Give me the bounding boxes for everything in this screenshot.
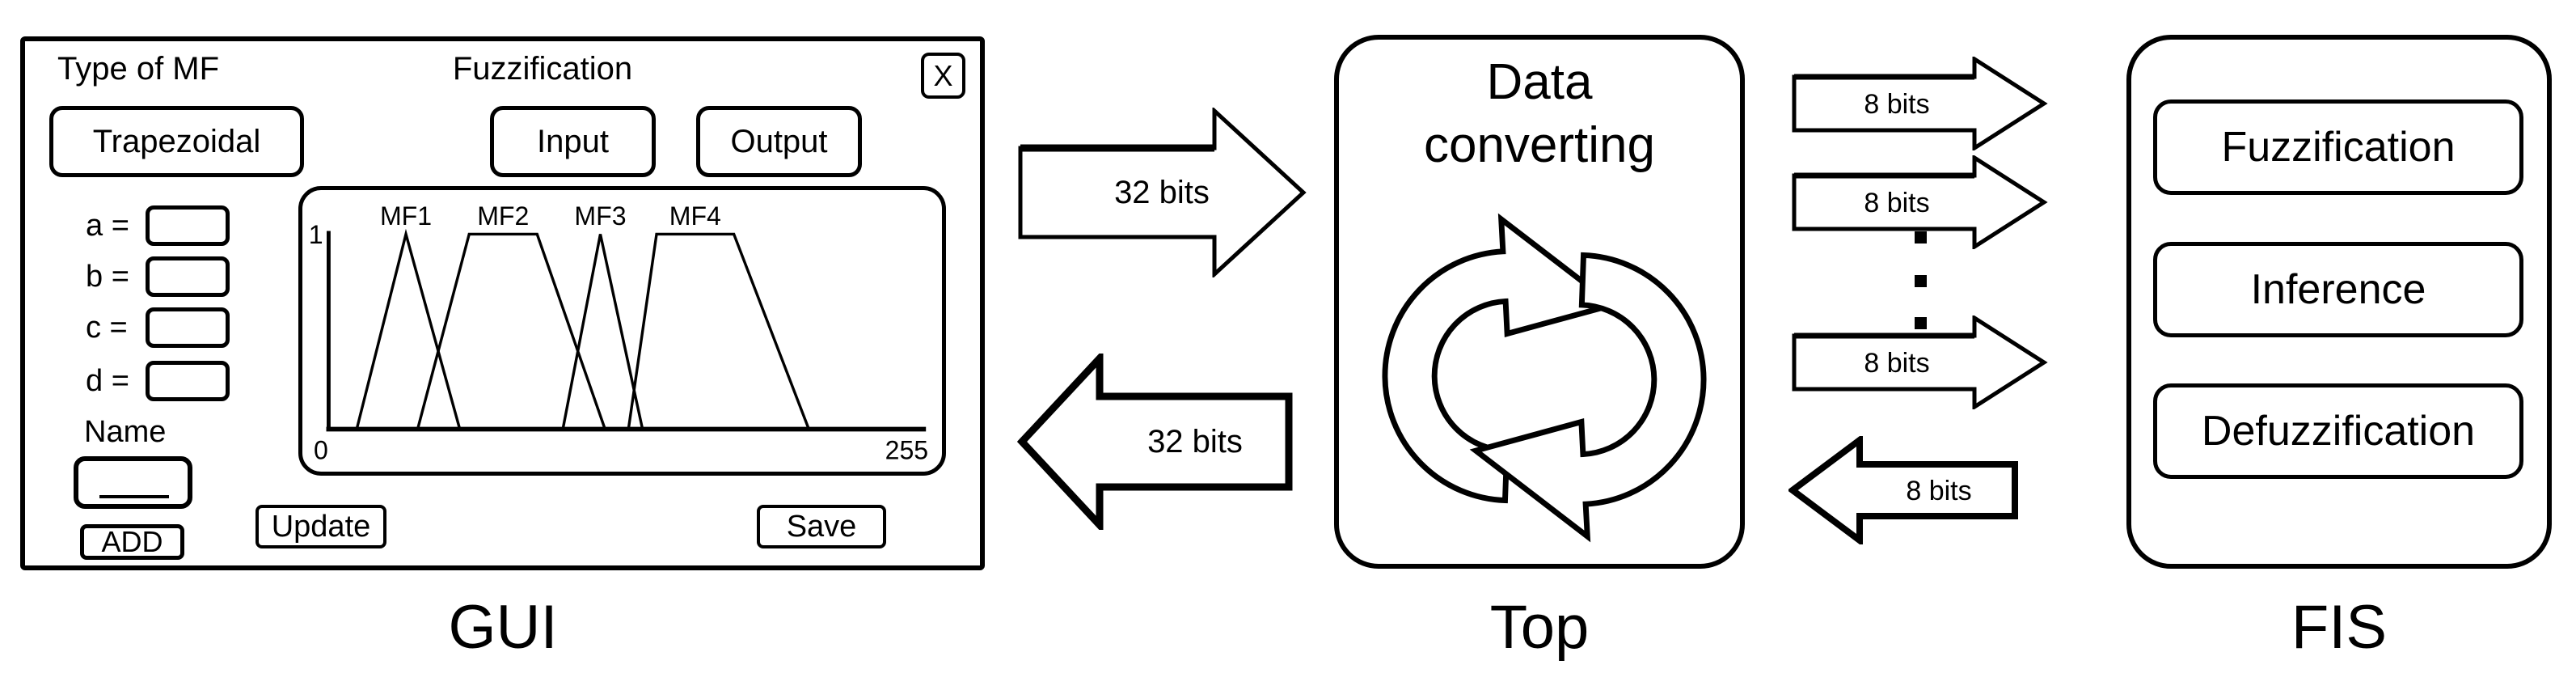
arrow-left-shape xyxy=(1788,436,2018,544)
name-label: Name xyxy=(84,415,167,449)
param-row-a: a = xyxy=(86,205,230,246)
arrow-top-to-fis-1: 8 bits xyxy=(1792,57,2048,150)
fuzzification-title: Fuzzification xyxy=(452,51,633,87)
param-label-d: d = xyxy=(86,363,129,398)
cycle-arrow-upper xyxy=(1382,213,1620,504)
mf-peak-label: MF1 xyxy=(380,201,432,231)
update-button[interactable]: Update xyxy=(255,505,386,548)
top-caption: Top xyxy=(1489,593,1590,662)
arrow-label: 8 bits xyxy=(1864,89,1929,120)
name-underline xyxy=(99,495,169,498)
mf-peak-label: MF2 xyxy=(477,201,529,231)
x-tick-0: 0 xyxy=(314,435,328,464)
param-input-c[interactable] xyxy=(146,307,230,348)
arrow-top-to-gui: 32 bits xyxy=(1017,354,1293,530)
x-tick-255: 255 xyxy=(885,435,929,464)
arrow-fis-to-top: 8 bits xyxy=(1788,436,2018,544)
param-row-d: d = xyxy=(86,361,230,401)
gui-caption: GUI xyxy=(448,593,558,662)
close-button[interactable]: X xyxy=(921,53,965,99)
ellipsis-dot xyxy=(1915,317,1927,329)
arrow-left-shape xyxy=(1017,354,1293,530)
arrow-label: 8 bits xyxy=(1864,348,1929,379)
arrow-label: 8 bits xyxy=(1864,188,1929,218)
param-label-b: b = xyxy=(86,259,129,294)
mf-curve-MF4 xyxy=(627,232,810,430)
mf-chart-panel: 1 0 255 MF1 MF2 MF3 MF4 xyxy=(298,186,946,476)
arrow-label: 8 bits xyxy=(1906,476,1971,506)
top-block-title-line2: converting xyxy=(1423,117,1656,173)
arrow-right-shape xyxy=(1792,315,2048,409)
arrow-right-shape xyxy=(1792,155,2048,249)
mf-curve-MF2 xyxy=(416,232,606,430)
param-row-b: b = xyxy=(86,256,230,297)
mf-curve-MF3 xyxy=(561,234,644,430)
arrow-label: 32 bits xyxy=(1114,175,1210,210)
y-tick-1: 1 xyxy=(309,220,323,249)
ellipsis-dot xyxy=(1915,231,1927,243)
param-label-c: c = xyxy=(86,310,128,345)
add-button[interactable]: ADD xyxy=(80,524,184,560)
param-row-c: c = xyxy=(86,307,230,348)
mf-type-button[interactable]: Trapezoidal xyxy=(49,106,304,177)
fis-stage-defuzzification: Defuzzification xyxy=(2153,383,2523,479)
name-input[interactable] xyxy=(74,456,192,509)
input-button[interactable]: Input xyxy=(490,106,656,177)
param-input-d[interactable] xyxy=(146,361,230,401)
top-block: Data converting xyxy=(1334,35,1745,569)
arrow-label: 32 bits xyxy=(1147,424,1243,459)
mf-peak-label: MF4 xyxy=(669,201,721,231)
output-button[interactable]: Output xyxy=(696,106,862,177)
sync-cycle-icon xyxy=(1382,213,1707,543)
arrow-top-to-fis-2: 8 bits xyxy=(1792,155,2048,249)
fis-stage-inference: Inference xyxy=(2153,242,2523,337)
gui-window: Type of MF Fuzzification X Trapezoidal I… xyxy=(20,36,985,570)
mf-peak-label: MF3 xyxy=(574,201,626,231)
cycle-arrow-lower xyxy=(1469,252,1707,543)
param-label-a: a = xyxy=(86,208,129,243)
type-of-mf-label: Type of MF xyxy=(57,51,220,87)
fis-stage-fuzzification: Fuzzification xyxy=(2153,100,2523,195)
param-input-b[interactable] xyxy=(146,256,230,297)
mf-chart: 1 0 255 MF1 MF2 MF3 MF4 xyxy=(309,201,929,465)
top-block-title: Data converting xyxy=(1339,51,1740,177)
fis-caption: FIS xyxy=(2291,593,2388,662)
arrow-top-to-fis-n: 8 bits xyxy=(1792,315,2048,409)
top-block-title-line1: Data xyxy=(1486,54,1593,110)
ellipsis-dot xyxy=(1915,275,1927,287)
save-button[interactable]: Save xyxy=(757,505,886,548)
fis-block: Fuzzification Inference Defuzzification xyxy=(2126,35,2552,569)
arrow-right-shape xyxy=(1792,57,2048,150)
mf-curve-MF1 xyxy=(355,228,462,430)
param-input-a[interactable] xyxy=(146,205,230,246)
arrow-gui-to-top: 32 bits xyxy=(1018,108,1307,277)
